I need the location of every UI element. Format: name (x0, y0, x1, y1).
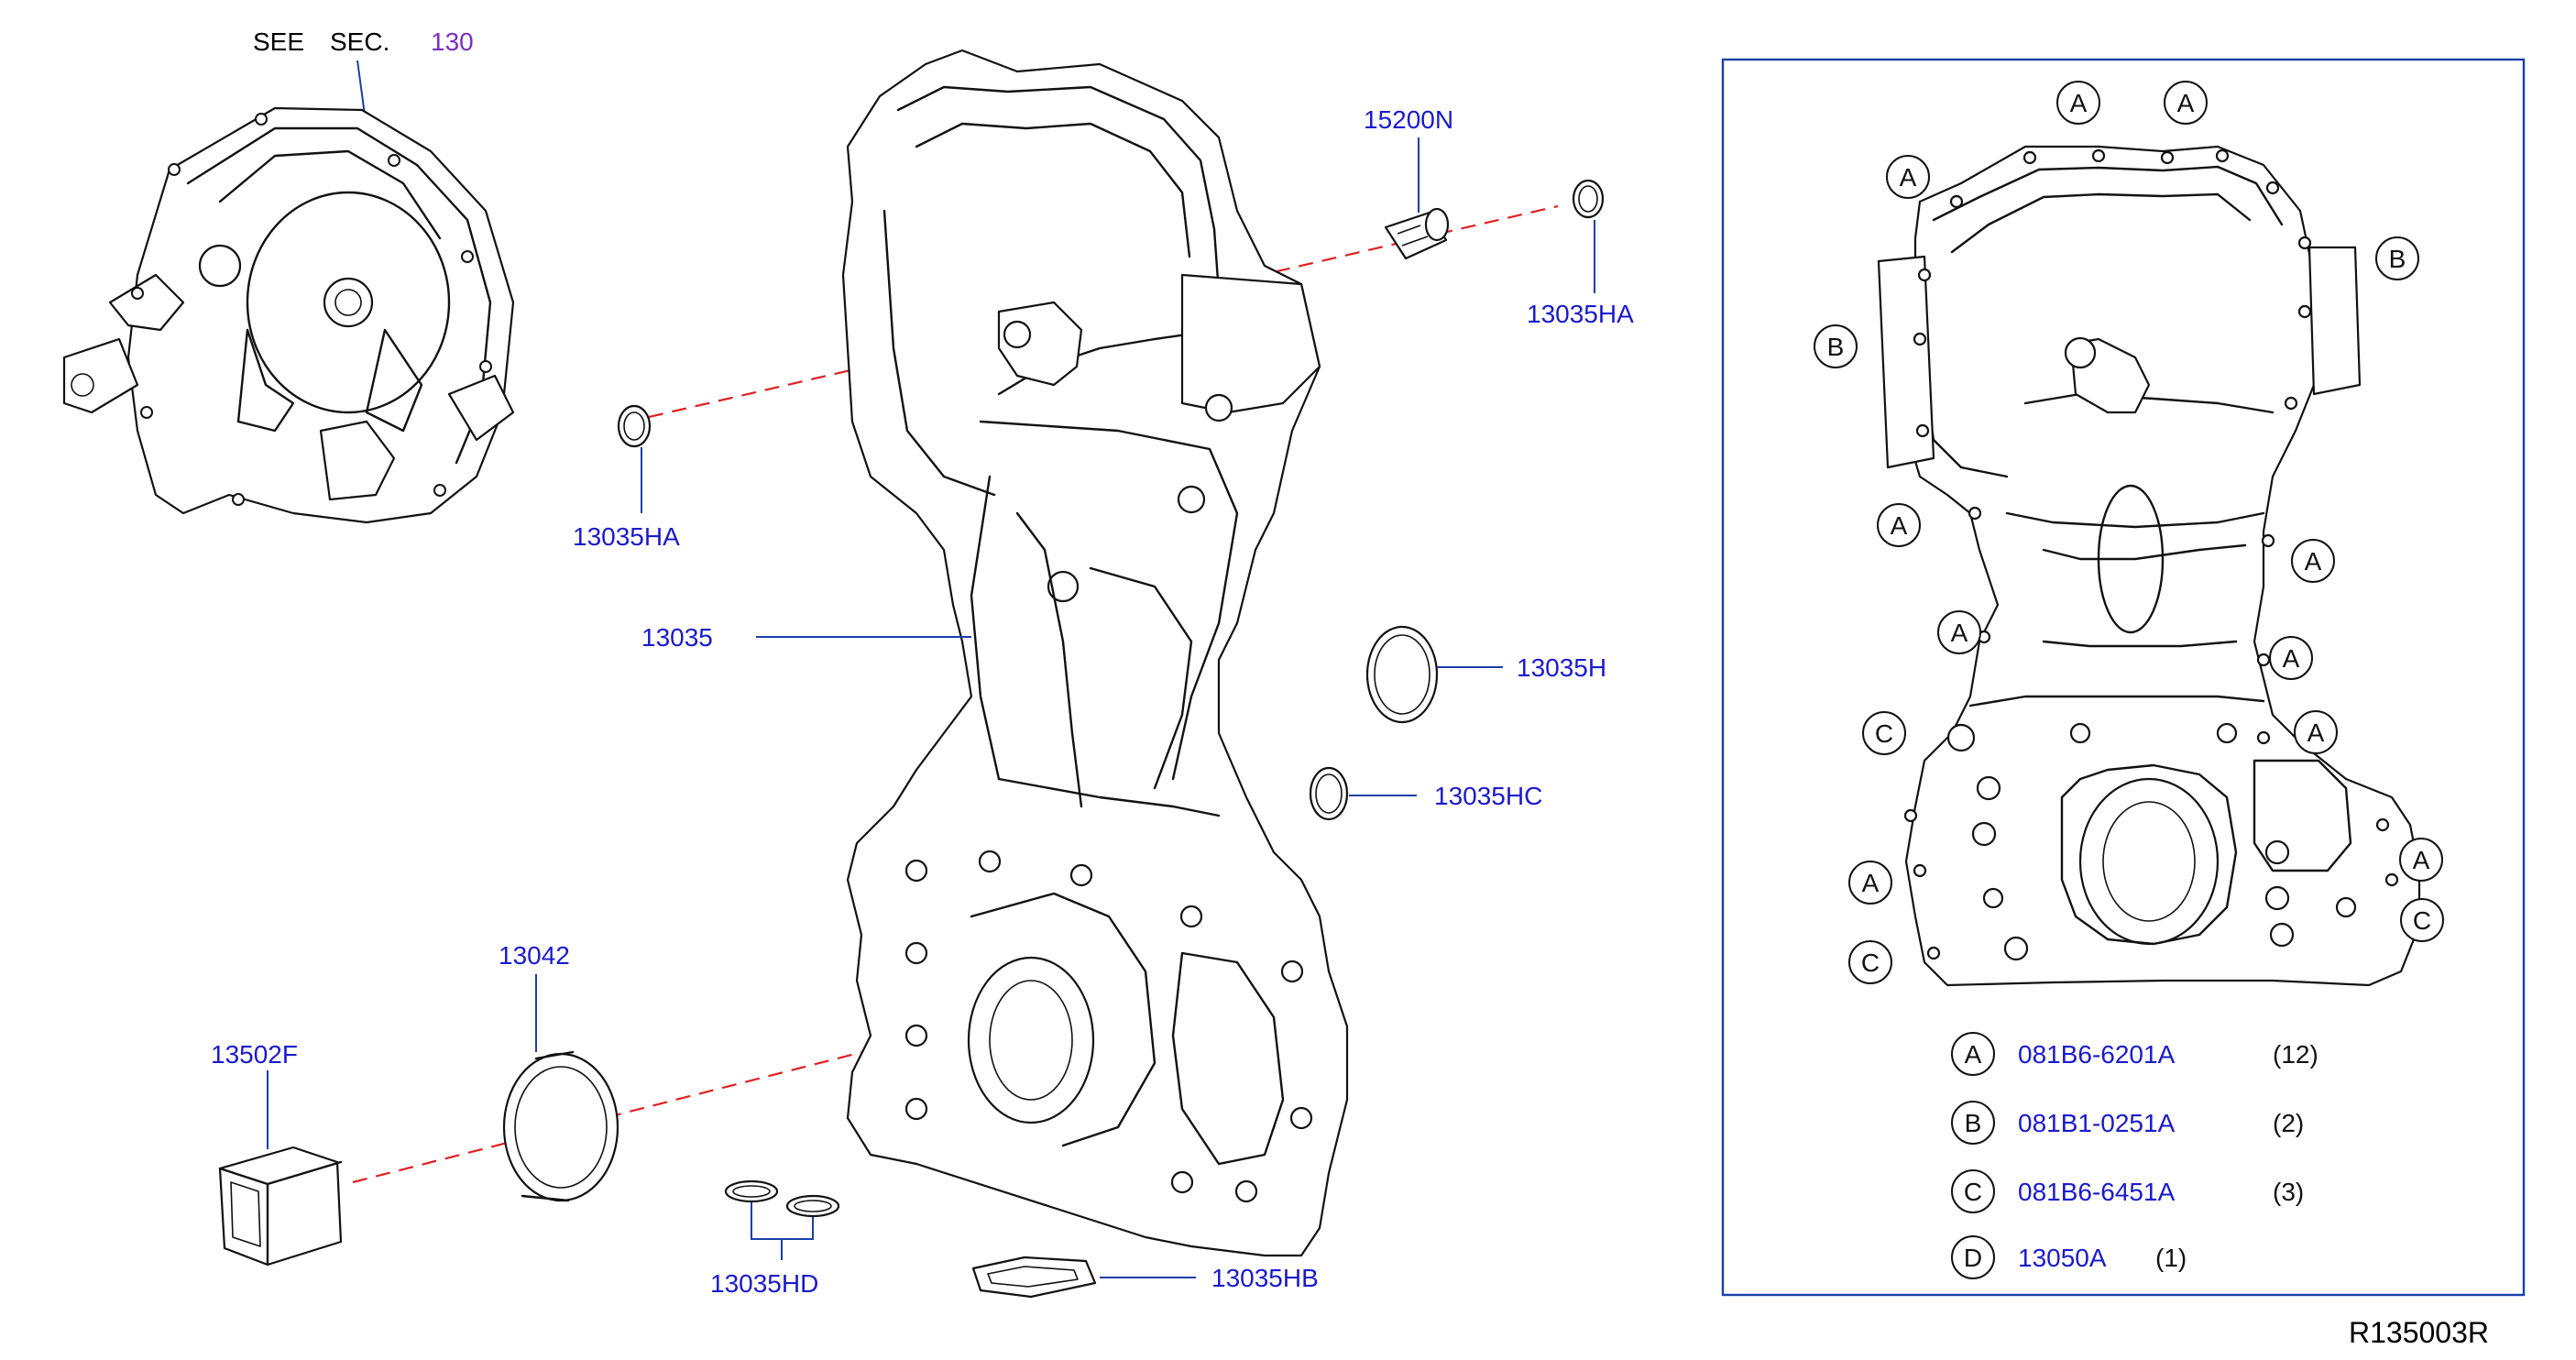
svg-text:C: C (1964, 1178, 1982, 1206)
svg-text:D: D (1964, 1244, 1982, 1272)
bolt-location-cover-drawing (1877, 145, 2421, 987)
marker-A-1: A (2056, 81, 2100, 125)
oring-13035HA-right (1572, 179, 1605, 219)
legend-part-A[interactable]: 081B6-6201A (2018, 1040, 2176, 1069)
svg-text:A: A (1900, 163, 1917, 192)
svg-text:C: C (2413, 906, 2431, 935)
svg-text:A: A (1951, 619, 1968, 647)
svg-text:A: A (2413, 846, 2430, 874)
svg-text:A: A (1965, 1040, 1982, 1069)
svg-text:A: A (2305, 547, 2322, 576)
oil-filter-plug-drawing (1384, 207, 1450, 260)
bolt-legend: A 081B6-6201A (12) B 081B1-0251A (2) C 0… (1951, 1032, 2318, 1279)
marker-C-2: C (2400, 898, 2444, 942)
part-13035HA-right[interactable]: 13035HA (1527, 300, 1634, 328)
section-ref-link[interactable]: 130 (431, 27, 474, 56)
part-13035HA-left[interactable]: 13035HA (573, 522, 680, 551)
part-13035HB[interactable]: 13035HB (1211, 1264, 1319, 1292)
marker-A-8: A (2294, 710, 2338, 754)
svg-text:A: A (2070, 89, 2088, 117)
part-15200N[interactable]: 15200N (1364, 105, 1453, 134)
svg-text:A: A (1862, 869, 1880, 897)
part-13035HD[interactable]: 13035HD (710, 1269, 818, 1298)
front-cover-drawing (841, 49, 1349, 1257)
marker-A-6: A (1937, 610, 1981, 654)
svg-text:B: B (2389, 245, 2406, 273)
oil-seal-13042 (502, 1052, 619, 1202)
marker-A-9: A (1848, 861, 1892, 905)
sec-label: SEC. (330, 27, 389, 56)
marker-A-2: A (2164, 81, 2208, 125)
legend-part-B[interactable]: 081B1-0251A (2018, 1109, 2176, 1137)
part-13035H[interactable]: 13035H (1517, 653, 1606, 682)
oring-13035H (1365, 625, 1439, 724)
svg-text:A: A (2307, 718, 2325, 747)
svg-text:C: C (1875, 719, 1893, 748)
legend-part-C[interactable]: 081B6-6451A (2018, 1178, 2176, 1206)
part-13502F[interactable]: 13502F (211, 1040, 298, 1069)
bolt-location-panel (1721, 58, 2526, 1297)
legend-qty-D: (1) (2155, 1244, 2187, 1272)
bolt-marker-callouts: A A A A A A A A A A B B C C C (1814, 81, 2444, 984)
legend-row-B: B 081B1-0251A (2) (1951, 1101, 2304, 1145)
spacer-13502F (218, 1146, 343, 1267)
gasket-13035HB (971, 1256, 1097, 1299)
timing-chain-assembly-drawing (62, 106, 515, 524)
svg-text:A: A (2283, 644, 2300, 673)
legend-row-A: A 081B6-6201A (12) (1951, 1032, 2318, 1076)
svg-text:B: B (1965, 1109, 1982, 1137)
marker-A-3: A (1886, 155, 1930, 199)
legend-qty-B: (2) (2273, 1109, 2304, 1137)
legend-qty-C: (3) (2273, 1178, 2304, 1206)
legend-row-D: D 13050A (1) (1951, 1235, 2187, 1279)
marker-B-1: B (2375, 236, 2419, 280)
marker-C-3: C (1848, 940, 1892, 984)
part-13035HC[interactable]: 13035HC (1434, 782, 1542, 810)
marker-A-4: A (1877, 503, 1921, 547)
oring-13035HA-left (617, 404, 652, 448)
oring-13035HD-b (785, 1194, 840, 1218)
marker-B-2: B (1814, 324, 1858, 368)
legend-row-C: C 081B6-6451A (3) (1951, 1169, 2304, 1213)
leader-13035HD (751, 1202, 814, 1260)
svg-text:A: A (2177, 89, 2195, 117)
oring-13035HD-a (724, 1179, 779, 1203)
marker-A-5: A (2291, 539, 2335, 583)
legend-part-D[interactable]: 13050A (2018, 1244, 2107, 1272)
part-13035[interactable]: 13035 (641, 623, 713, 652)
svg-text:B: B (1827, 333, 1845, 361)
legend-qty-A: (12) (2273, 1040, 2318, 1069)
diagram-code: R135003R (2349, 1316, 2489, 1349)
svg-text:A: A (1891, 511, 1908, 540)
marker-C-1: C (1862, 711, 1906, 755)
marker-A-7: A (2269, 636, 2313, 680)
svg-text:C: C (1861, 949, 1880, 977)
part-13042[interactable]: 13042 (499, 941, 570, 970)
see-label: SEE (253, 27, 304, 56)
marker-A-10: A (2399, 838, 2443, 882)
